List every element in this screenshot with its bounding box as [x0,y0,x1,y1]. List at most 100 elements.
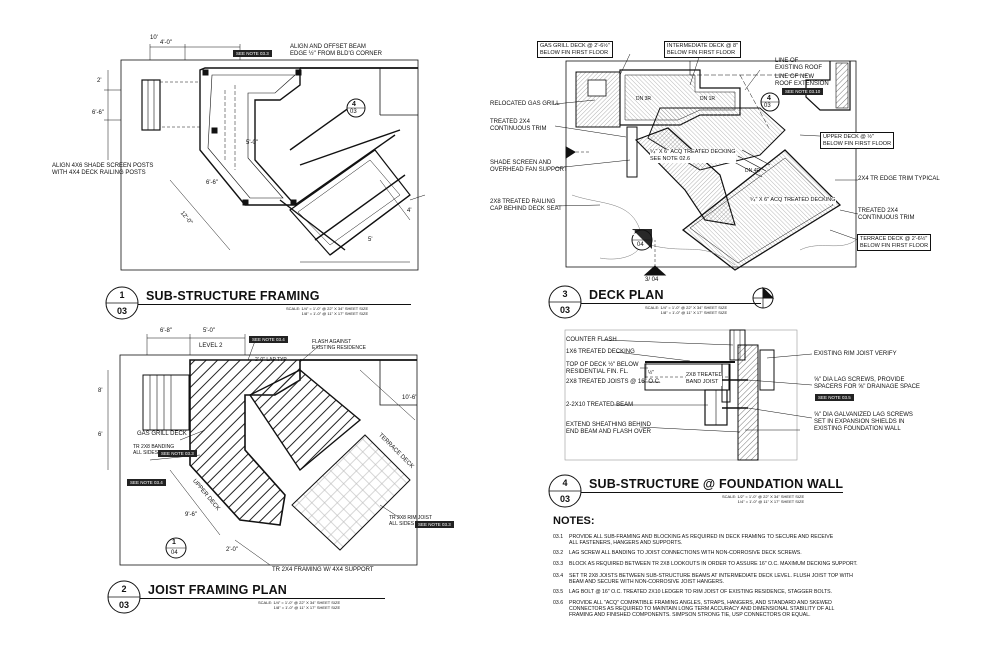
counter-flash-label: COUNTER FLASH [566,337,617,343]
sheet-number: 03 [559,494,570,504]
shade-screen-label: SHADE SCREEN AND OVERHEAD FAN SUPPORT [490,160,568,173]
scale-note: SCALE: 1/4" = 1'-0" @ 22" X 34" SHEET SI… [286,306,368,316]
see-note-badge: SEE NOTE 03.3 [233,50,272,57]
section-bubble-number: 4 [767,95,771,102]
see-note-badge: SEE NOTE 03.3 [158,450,197,457]
dim-label: ½" [648,370,654,376]
drawing-2-joist-framing-plan [107,334,418,566]
down-stair-label: DN 3R [636,96,652,102]
scale-line: SCALE: 1/4" = 1'-0" @ 22" X 34" SHEET SI… [258,600,341,605]
relocated-grill-label: RELOCATED GAS GRILL [490,101,560,107]
flash-against-label: FLASH AGAINST EXISTING RESIDENCE [312,339,366,351]
dim-label: 6'-8" [160,328,172,334]
railing-cap-label: 2X8 TREATED RAILING CAP BEHIND DECK SEAT [490,199,562,212]
acq-decking-label-2: ⁵⁄₄" X 6" ACQ TREATED DECKING [750,197,836,204]
title-rule [581,303,761,304]
align-beam-label: ALIGN AND OFFSET BEAM EDGE ½" FROM BLD'G… [290,44,382,57]
detail-bubble-sheet: 04 [637,242,644,248]
drawing-title: DECK PLAN [589,288,664,302]
lag-screws-label: ⅝" DIA LAG SCREWS, PROVIDE SPACERS FOR ⅝… [814,377,920,390]
see-note-badge: SEE NOTE 03.5 [815,394,854,401]
rim-joist-label: EXISTING RIM JOIST VERIFY [814,351,897,357]
new-roof-label: LINE OF NEW ROOF EXTENSION [775,74,829,87]
sheet-number: 03 [118,600,129,610]
drawing-number: 3 [562,289,568,299]
sheathing-label: EXTEND SHEATHING BEHIND END BEAM AND FLA… [566,422,652,435]
rim-joist-label: TR 2X8 RIM JOIST ALL SIDES [389,515,433,527]
dim-label: 6'-6" [206,180,218,186]
see-note-badge: SEE NOTE 03.3 [415,521,454,528]
dim-label: 9'-6" [185,512,197,518]
drawing-number: 1 [119,290,125,300]
drawing-number: 2 [121,584,127,594]
see-note-badge: SEE NOTE 03.10 [782,88,824,95]
drawing-1-sub-structure-framing [104,44,426,271]
edge-trim-label: 2X4 TR EDGE TRIM TYPICAL [858,176,940,182]
title-rule [581,492,843,493]
scale-note: SCALE: 1/4" = 1'-0" @ 22" X 34" SHEET SI… [258,600,340,610]
banding-label: TR 2X8 BANDING ALL SIDES [133,444,175,456]
treated-trim-right-label: TREATED 2X4 CONTINUOUS TRIM [858,208,915,221]
dim-label: 6'-6" [92,110,104,116]
scale-line: 1/8" = 1'-0" @ 11" X 17" SHEET SIZE [660,310,728,315]
drawing-title: JOIST FRAMING PLAN [148,583,288,597]
section-mark-label: 3/ 04 [645,277,659,283]
existing-roof-label: LINE OF EXISTING ROOF [775,58,823,71]
note-number: 03.4 [553,573,564,579]
detail-bubble-number: 1 [632,230,636,237]
down-stair-label: DN 1R [700,96,716,102]
scale-note: SCALE: 1/2" = 1'-0" @ 22" X 34" SHEET SI… [722,494,804,504]
beam-label: 2-2X10 TREATED BEAM [566,402,634,408]
drawing-3-deck-plan [554,53,859,309]
dim-label: 5' [368,237,373,243]
detail-bubble-sheet: 04 [171,550,178,556]
dim-label: 10' [150,35,158,41]
dim-label: 4'-0" [160,40,172,46]
treated-trim-label: TREATED 2X4 CONTINUOUS TRIM [490,119,547,132]
dim-label: 2'-0" [226,547,238,553]
terrace-deck-callout: TERRACE DECK @ 2'-6½" BELOW FIN FIRST FL… [857,234,932,251]
lap-typ-label: 2'-0" LAP TYP [255,357,287,363]
note-item: 03.4 SET TR 2X8 JOISTS BETWEEN SUB-STRUCT… [553,573,853,585]
dim-label: 5'-0" [203,328,215,334]
acq-decking-label: ⁵⁄₄" X 6" ACQ TREATED DECKING SEE NOTE 0… [650,149,736,163]
scale-line: SCALE: 1/4" = 1'-0" @ 22" X 34" SHEET SI… [286,306,369,311]
note-number: 03.5 [553,589,564,595]
galv-lag-label: ⅝" DIA GALVANIZED LAG SCREWS SET IN EXPA… [814,412,913,432]
title-rule [138,304,411,305]
drawing-title: SUB-STRUCTURE FRAMING [146,289,320,303]
level-label: LEVEL 2 [199,343,223,349]
note-text: LAG BOLT @ 16" O.C. TREATED 2X10 LEDGER … [569,589,833,595]
note-number: 03.6 [553,600,564,606]
band-joist-label: 2X8 TREATED BAND JOIST [686,372,723,386]
scale-line: SCALE: 1/4" = 1'-0" @ 22" X 34" SHEET SI… [645,305,728,310]
joists-label: 2X8 TREATED JOISTS @ 16" O.C. [566,379,661,385]
upper-deck-callout: UPPER DECK @ ½" BELOW FIN FIRST FLOOR [820,132,895,149]
scale-note: SCALE: 1/4" = 1'-0" @ 22" X 34" SHEET SI… [645,305,727,315]
decking-label: 1X6 TREATED DECKING [566,349,635,355]
drawing-4-foundation-wall-detail [564,329,813,461]
see-note-badge: SEE NOTE 03.4 [249,336,288,343]
dim-label: 10'-6" [402,395,418,401]
section-bubble-sheet: 03 [764,103,771,109]
gas-grill-deck-label: GAS GRILL DECK [137,431,187,437]
see-note-badge: SEE NOTE 03.4 [127,479,166,486]
section-bubble-sheet: 03 [350,109,357,115]
framing-support-label: TR 2X4 FRAMING W/ 4X4 SUPPORT [272,567,374,573]
note-text: BLOCK AS REQUIRED BETWEEN TR 2X8 LOOKOUT… [569,561,858,567]
sheet-number: 03 [116,306,127,316]
dim-label: 6' [98,432,103,438]
scale-line: 1/8" = 1'-0" @ 11" X 17" SHEET SIZE [273,605,341,610]
note-text: PROVIDE ALL SUB-FRAMING AND BLOCKING AS … [569,534,834,547]
drawing-number: 4 [562,478,568,488]
note-item: 03.5 LAG BOLT @ 16" O.C. TREATED 2X10 LED… [553,589,832,595]
title-rule [140,598,385,599]
down-stair-label: DN 4R [745,168,761,174]
note-text: SET TR 2X8 JOISTS BETWEEN SUB-STRUCTURE … [569,573,853,586]
note-number: 03.2 [553,550,564,556]
